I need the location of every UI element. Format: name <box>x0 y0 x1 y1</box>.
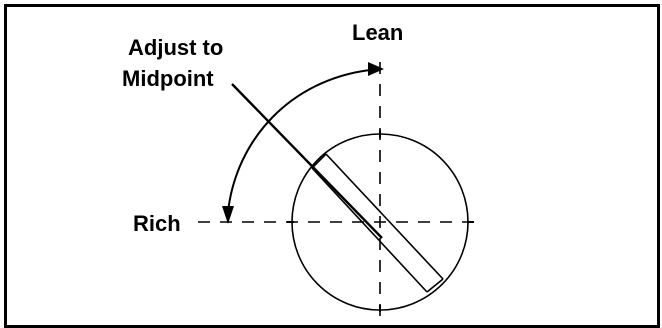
rich-label: Rich <box>133 211 181 236</box>
adjust-range-arc <box>227 69 371 213</box>
adjust-label-line1: Adjust to <box>128 35 223 60</box>
diagram-frame <box>4 4 660 328</box>
arrowhead-lean <box>368 62 384 76</box>
adjustment-slot <box>311 153 444 293</box>
adjust-label-line2: Midpoint <box>122 66 214 91</box>
arrowhead-rich <box>222 206 234 224</box>
leader-line <box>231 83 383 239</box>
lean-label: Lean <box>352 20 403 45</box>
